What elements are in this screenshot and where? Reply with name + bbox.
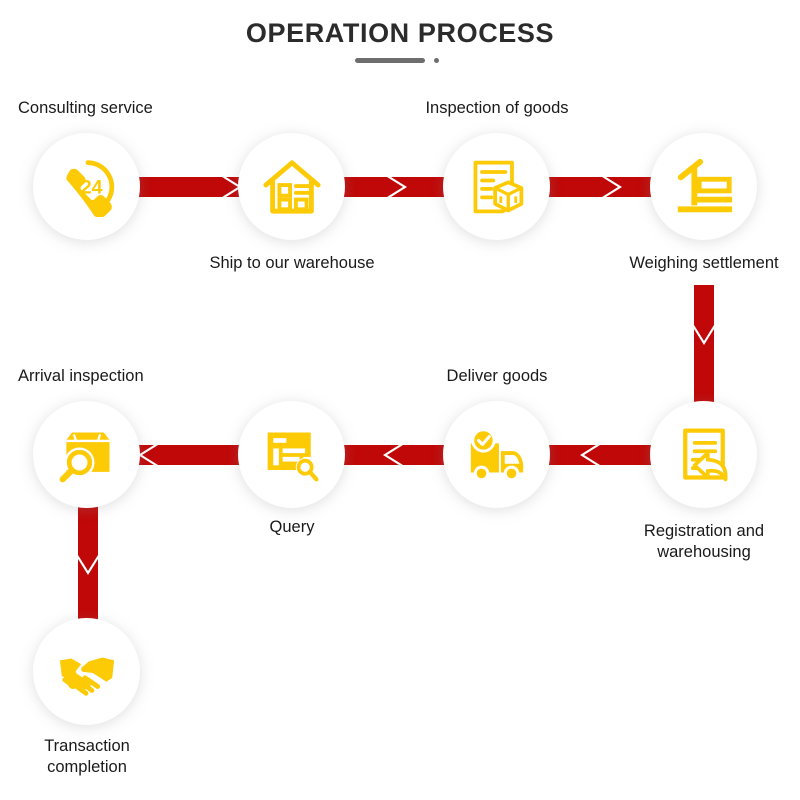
- node-query[interactable]: [238, 401, 345, 508]
- connector-arrow-down-left: [76, 500, 100, 622]
- document-box-inspection-icon: [467, 157, 527, 217]
- weighing-scale-icon: [673, 156, 735, 218]
- delivery-truck-check-icon: [466, 424, 528, 486]
- connector-arrow-left-3: [130, 443, 250, 467]
- label-arrival-inspection: Arrival inspection: [18, 367, 144, 385]
- connector-arrow-right-2: [335, 175, 455, 199]
- label-weighing-settlement: Weighing settlement: [629, 254, 779, 272]
- page-title: OPERATION PROCESS: [245, 18, 555, 48]
- node-ship-to-warehouse[interactable]: [238, 133, 345, 240]
- handshake-icon: [56, 641, 118, 703]
- connector-arrow-left-2: [335, 443, 455, 467]
- label-deliver-goods: Deliver goods: [446, 367, 548, 385]
- node-weighing-settlement[interactable]: [650, 133, 757, 240]
- label-transaction-completion: Transaction completion: [44, 737, 130, 776]
- title-underline-bar: [355, 58, 425, 63]
- page-title-block: OPERATION PROCESS: [0, 16, 800, 50]
- title-underline-dot: [434, 58, 439, 63]
- document-reply-arrow-icon: [674, 425, 734, 485]
- connector-arrow-down-right: [692, 285, 716, 407]
- node-registration-warehousing[interactable]: [650, 401, 757, 508]
- connector-arrow-right-1: [130, 175, 250, 199]
- warehouse-house-icon: [261, 156, 323, 218]
- node-inspection-of-goods[interactable]: [443, 133, 550, 240]
- node-transaction-completion[interactable]: [33, 618, 140, 725]
- label-ship-to-warehouse: Ship to our warehouse: [209, 254, 375, 272]
- node-deliver-goods[interactable]: [443, 401, 550, 508]
- label-registration-warehousing: Registration and warehousing: [643, 522, 765, 561]
- connector-arrow-right-3: [540, 175, 662, 199]
- svg-text:24: 24: [80, 176, 102, 198]
- box-magnifier-icon: [57, 425, 117, 485]
- document-search-icon: [262, 425, 322, 485]
- node-arrival-inspection[interactable]: [33, 401, 140, 508]
- label-consulting-service: Consulting service: [18, 99, 153, 117]
- phone-24-support-icon: 24: [57, 157, 117, 217]
- label-query: Query: [269, 518, 315, 536]
- label-inspection-of-goods: Inspection of goods: [425, 99, 569, 117]
- connector-arrow-left-1: [540, 443, 662, 467]
- node-consulting-service[interactable]: 24: [33, 133, 140, 240]
